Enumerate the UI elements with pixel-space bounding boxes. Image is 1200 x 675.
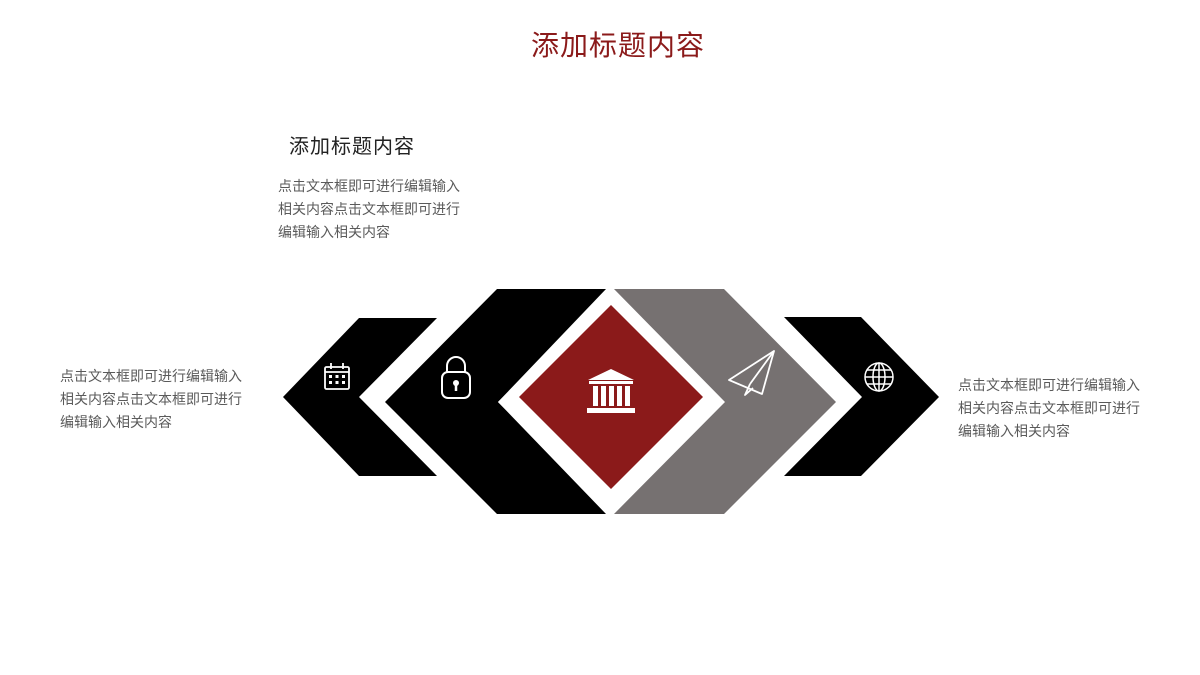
right-large-chevron [614,289,836,514]
calendar-icon [324,363,350,390]
bank-icon [587,369,635,413]
text-block-right: 点击文本框即可进行编辑输入 相关内容点击文本框即可进行 编辑输入相关内容 [958,378,1140,440]
right-small-chevron [784,317,939,476]
globe-icon [864,362,894,392]
text-block-left: 点击文本框即可进行编辑输入 相关内容点击文本框即可进行 编辑输入相关内容 [60,369,242,431]
paper-plane-icon [728,350,775,396]
text-block-top: 点击文本框即可进行编辑输入 相关内容点击文本框即可进行 编辑输入相关内容 [278,179,460,241]
section-title: 添加标题内容 [289,134,415,158]
lock-icon [441,356,471,399]
left-large-chevron [385,289,606,514]
left-small-chevron [283,318,437,476]
slide-title: 添加标题内容 [530,29,705,62]
